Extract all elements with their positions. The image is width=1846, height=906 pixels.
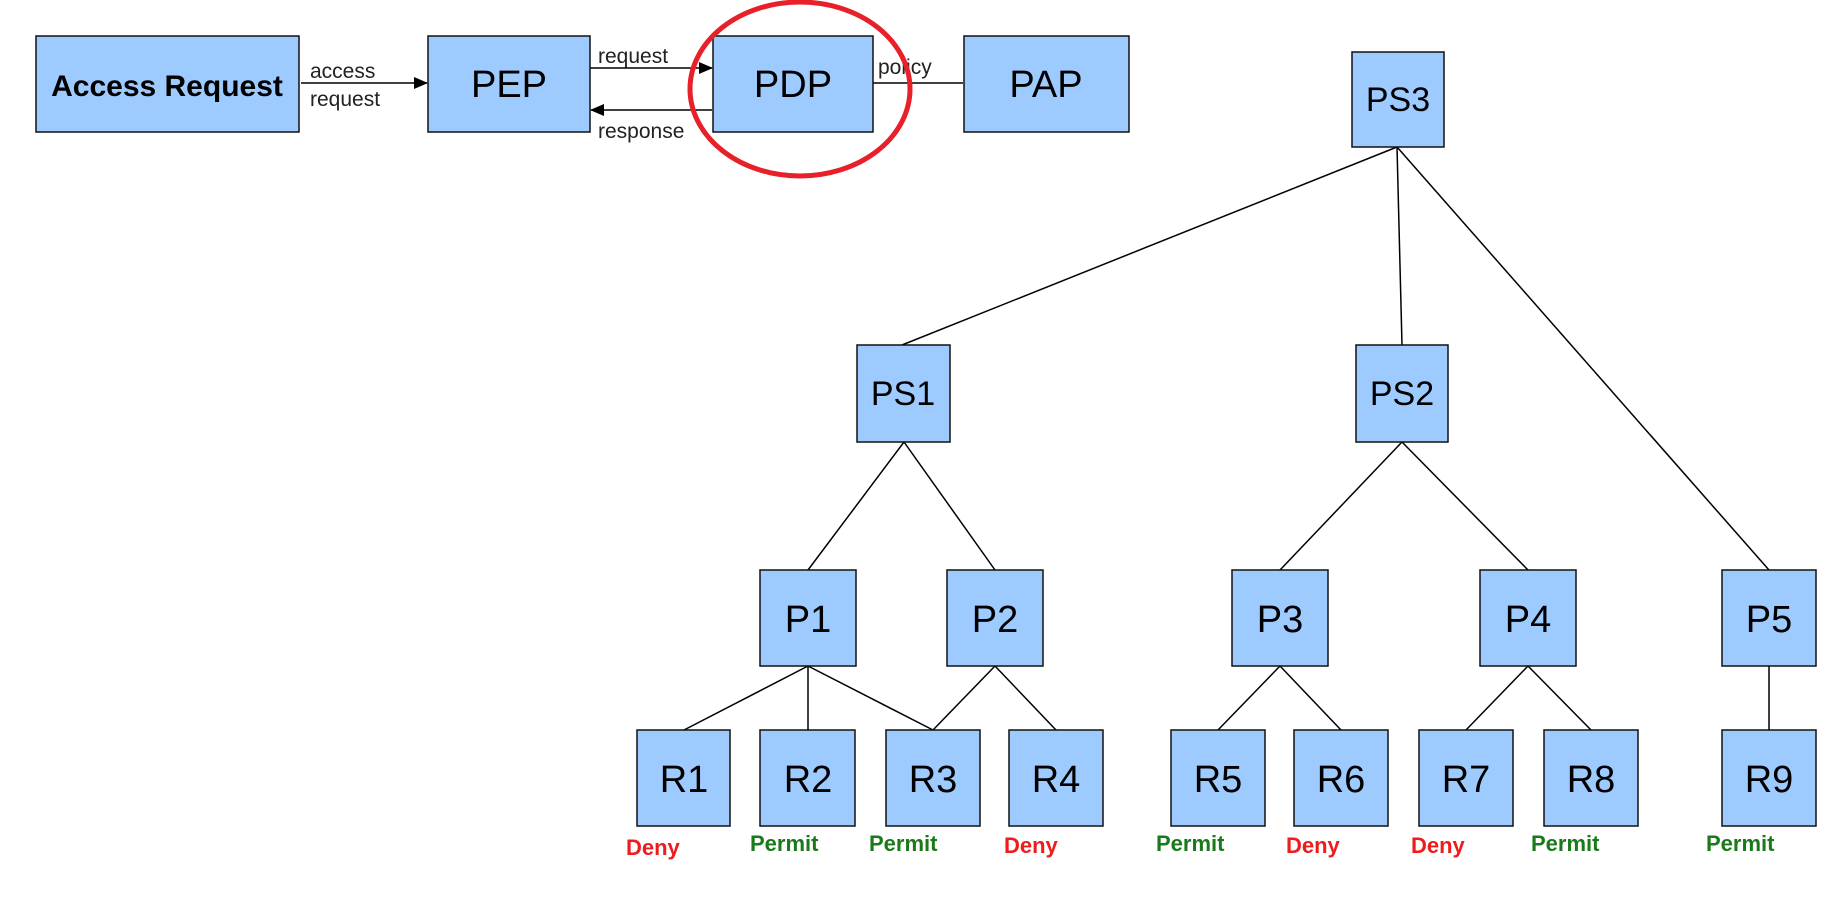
node-r1-label: R1 <box>660 759 709 801</box>
node-pap-label: PAP <box>1009 64 1082 106</box>
flow-edge-labels: access request request response policy <box>310 45 932 143</box>
edge-p1-r1 <box>683 665 809 731</box>
node-ps1-label: PS1 <box>871 375 935 413</box>
flow-nodes: Access Request PEP PDP PAP <box>35 35 1130 133</box>
outcome-r1: Deny <box>626 835 681 860</box>
node-access-request-label: Access Request <box>51 70 283 103</box>
node-p2[interactable]: P2 <box>946 569 1044 667</box>
rule-outcomes: Deny Permit Permit Deny Permit Deny Deny… <box>626 831 1775 860</box>
node-p5[interactable]: P5 <box>1721 569 1817 667</box>
node-ps2-label: PS2 <box>1370 375 1434 413</box>
node-pdp[interactable]: PDP <box>712 35 874 133</box>
node-r9[interactable]: R9 <box>1721 729 1817 827</box>
node-pep-label: PEP <box>471 64 547 106</box>
tree-connectors <box>683 146 1770 731</box>
node-r3[interactable]: R3 <box>885 729 981 827</box>
node-p3-label: P3 <box>1257 599 1303 641</box>
edge-p2-r3 <box>932 665 996 731</box>
edge-ps2-p4 <box>1401 441 1529 571</box>
node-r4-label: R4 <box>1032 759 1081 801</box>
node-r7[interactable]: R7 <box>1418 729 1514 827</box>
node-p5-label: P5 <box>1746 599 1792 641</box>
node-r8[interactable]: R8 <box>1543 729 1639 827</box>
edge-p1-r3 <box>807 665 934 731</box>
outcome-r4: Deny <box>1004 833 1059 858</box>
edge-ps3-p5 <box>1396 146 1770 571</box>
node-r9-label: R9 <box>1745 759 1794 801</box>
edge-ps3-ps1 <box>901 146 1398 346</box>
edge-p2-r4 <box>994 665 1057 731</box>
tree-policy-sets: PS3 PS1 PS2 <box>856 51 1449 443</box>
tree-rules: R1 R2 R3 R4 R5 R6 R7 R8 <box>636 729 1817 827</box>
node-r2-label: R2 <box>784 759 833 801</box>
node-pep[interactable]: PEP <box>427 35 591 133</box>
outcome-r5: Permit <box>1156 831 1225 856</box>
node-r7-label: R7 <box>1442 759 1491 801</box>
edge-ps1-p1 <box>807 441 905 571</box>
node-r6-label: R6 <box>1317 759 1366 801</box>
outcome-r3: Permit <box>869 831 938 856</box>
node-p3[interactable]: P3 <box>1231 569 1329 667</box>
label-request: request <box>598 45 668 68</box>
node-p1[interactable]: P1 <box>759 569 857 667</box>
node-ps1[interactable]: PS1 <box>856 344 951 443</box>
label-access-request: request <box>310 88 380 111</box>
outcome-r7: Deny <box>1411 833 1466 858</box>
edge-p3-r6 <box>1279 665 1342 731</box>
node-ps3[interactable]: PS3 <box>1351 51 1445 148</box>
node-r8-label: R8 <box>1567 759 1616 801</box>
node-p4[interactable]: P4 <box>1479 569 1577 667</box>
edge-p4-r8 <box>1527 665 1592 731</box>
node-r5-label: R5 <box>1194 759 1243 801</box>
tree-policies: P1 P2 P3 P4 P5 <box>759 569 1817 667</box>
edge-p4-r7 <box>1465 665 1529 731</box>
node-ps2[interactable]: PS2 <box>1355 344 1449 443</box>
node-pdp-label: PDP <box>754 64 832 106</box>
node-r4[interactable]: R4 <box>1008 729 1104 827</box>
node-r1[interactable]: R1 <box>636 729 731 827</box>
node-p1-label: P1 <box>785 599 831 641</box>
edge-p3-r5 <box>1217 665 1281 731</box>
node-r6[interactable]: R6 <box>1293 729 1389 827</box>
edge-ps2-p3 <box>1279 441 1403 571</box>
label-response: response <box>598 120 684 143</box>
edge-ps3-ps2 <box>1396 146 1403 346</box>
outcome-r6: Deny <box>1286 833 1341 858</box>
node-pap[interactable]: PAP <box>963 35 1130 133</box>
node-p2-label: P2 <box>972 599 1018 641</box>
node-ps3-label: PS3 <box>1366 81 1430 119</box>
node-r3-label: R3 <box>909 759 958 801</box>
node-r2[interactable]: R2 <box>759 729 856 827</box>
node-access-request[interactable]: Access Request <box>35 35 300 133</box>
outcome-r8: Permit <box>1531 831 1600 856</box>
outcome-r9: Permit <box>1706 831 1775 856</box>
outcome-r2: Permit <box>750 831 819 856</box>
node-r5[interactable]: R5 <box>1170 729 1266 827</box>
label-access: access <box>310 60 375 83</box>
pdp-highlight-circle <box>687 0 913 179</box>
node-p4-label: P4 <box>1505 599 1551 641</box>
edge-ps1-p2 <box>903 441 996 571</box>
